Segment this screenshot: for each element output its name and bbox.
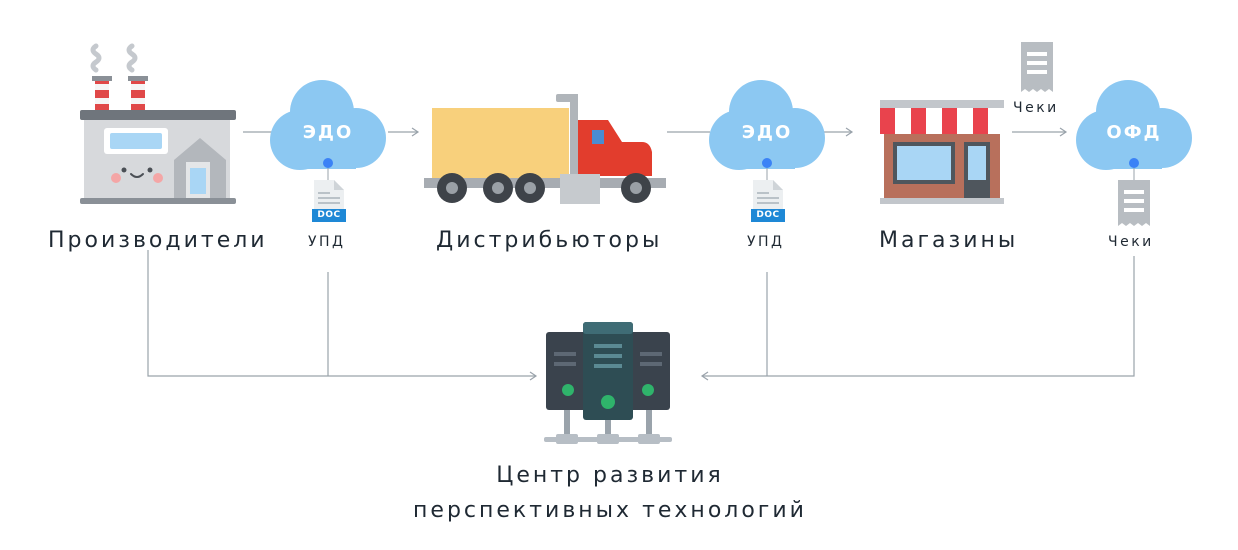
cloud-ofd	[1076, 80, 1192, 180]
receipts-label-bottom: Чеки	[1108, 234, 1154, 250]
center-label: Центр развития перспективных технологий	[360, 458, 860, 528]
cloud-edo-1-label: ЭДО	[302, 122, 354, 143]
factory-icon	[80, 43, 236, 204]
center-label-line1: Центр развития	[496, 463, 724, 488]
doc-badge-2: DOC	[756, 210, 780, 220]
arrow-edo-distributors	[388, 127, 420, 137]
shops-label: Магазины	[879, 228, 1019, 253]
cloud-edo-2-label: ЭДО	[741, 122, 793, 143]
server-icon	[544, 322, 672, 444]
upd-label-1: УПД	[308, 234, 346, 250]
center-label-line2: перспективных технологий	[413, 498, 807, 523]
receipts-label-top: Чеки	[1013, 100, 1059, 116]
cloud-edo-1	[270, 80, 386, 180]
cloud-edo-2	[709, 80, 825, 180]
cloud-ofd-label: ОФД	[1106, 122, 1162, 143]
arrow-shops-ofd	[1012, 127, 1068, 137]
document-icon-2	[751, 180, 785, 222]
doc-badge-1: DOC	[317, 210, 341, 220]
connector-lines-bottom	[147, 250, 1135, 381]
producers-label: Производители	[48, 228, 268, 253]
receipt-icon-top	[1021, 42, 1053, 92]
document-icon-1	[312, 180, 346, 222]
distributors-label: Дистрибьюторы	[436, 228, 663, 253]
receipt-icon-bottom	[1118, 180, 1150, 226]
shop-icon	[880, 100, 1004, 204]
arrow-edo-shops	[822, 127, 854, 137]
truck-icon	[424, 94, 666, 204]
upd-label-2: УПД	[747, 234, 785, 250]
